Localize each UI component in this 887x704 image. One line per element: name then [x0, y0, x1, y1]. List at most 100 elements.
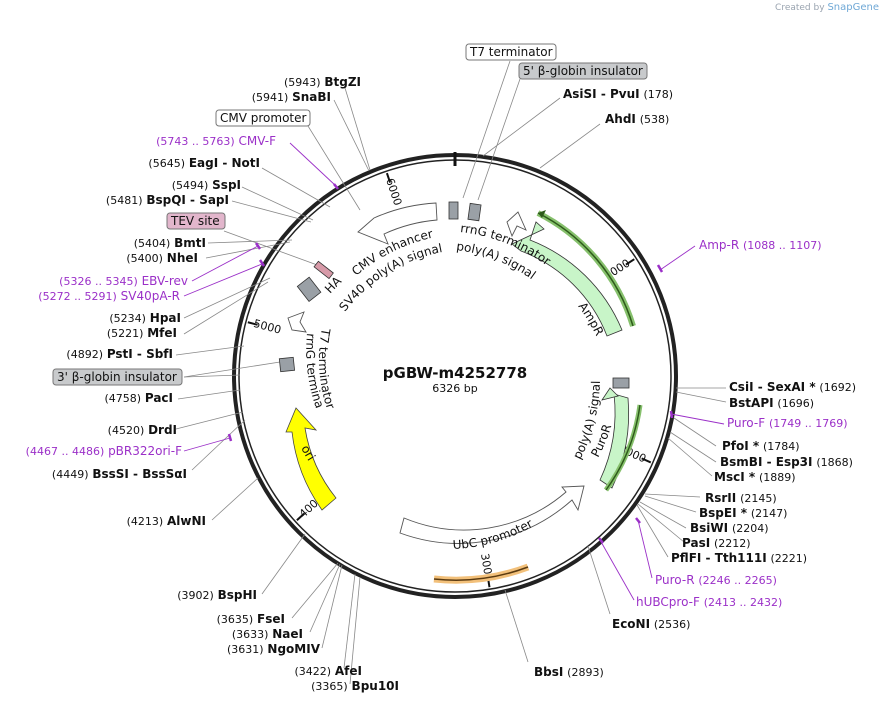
- enzyme-name: PfoI *: [722, 439, 760, 453]
- enzyme-name: AfeI: [335, 664, 362, 678]
- credit-prefix: Created by: [775, 3, 825, 13]
- tick-label: 5000: [252, 317, 282, 337]
- enzyme-name: NheI: [167, 251, 198, 265]
- enzyme-site: AhdI (538): [605, 112, 669, 126]
- enzyme-position: (5941): [252, 91, 289, 104]
- tev-site-label: TEV site: [170, 214, 220, 228]
- enzyme-position: (3633): [232, 628, 269, 641]
- enzyme-position: (2221): [771, 552, 808, 565]
- enzyme-name: CsiI - SexAI *: [729, 380, 816, 394]
- snapgene-brand: SnapGene: [827, 2, 879, 13]
- puror-arrow: [599, 393, 629, 489]
- enzyme-position: (2147): [751, 507, 788, 520]
- enzyme-name: SnaBI: [292, 90, 331, 104]
- tick-mark: [385, 172, 392, 183]
- enzyme-name: BtgZI: [324, 75, 361, 89]
- enzyme-site: (3902) BspHI: [177, 588, 257, 602]
- enzyme-site: AsiSI - PvuI (178): [563, 87, 673, 101]
- enzyme-position: (5221): [107, 327, 144, 340]
- enzyme-site: MscI * (1889): [714, 470, 796, 484]
- enzyme-name: SspI: [212, 178, 241, 192]
- enzyme-position: (4520): [108, 424, 145, 437]
- enzyme-site: (5234) HpaI: [109, 311, 181, 325]
- enzyme-position: (3631): [227, 643, 264, 656]
- primer-name: CMV-F: [239, 134, 277, 148]
- enzyme-position: (5481): [106, 194, 143, 207]
- enzyme-position: (5943): [284, 76, 321, 89]
- enzyme-name: Bpu10I: [352, 679, 399, 693]
- enzyme-name: AlwNI: [167, 514, 206, 528]
- enzyme-site: (4892) PstI - SbfI: [66, 347, 173, 361]
- enzyme-position: (5400): [126, 252, 163, 265]
- enzyme-site: BspEI * (2147): [699, 506, 787, 520]
- puror-polya-box: [612, 377, 630, 389]
- enzyme-position: (5234): [109, 312, 146, 325]
- enzyme-site: PflFI - Tth111I (2221): [671, 551, 807, 565]
- tick-mark: [296, 512, 305, 521]
- enzyme-position: (2536): [654, 618, 691, 631]
- enzyme-name: PstI - SbfI: [107, 347, 173, 361]
- enzyme-leader-lines: [175, 87, 727, 685]
- enzyme-name: BspHI: [218, 588, 257, 602]
- beta-globin-3-label: 3' β-globin insulator: [57, 370, 177, 384]
- enzyme-site: PfoI * (1784): [722, 439, 800, 453]
- primer-label: hUBCpro-F (2413 .. 2432): [636, 595, 782, 609]
- enzyme-position: (4892): [66, 348, 103, 361]
- enzyme-site: (5941) SnaBI: [252, 90, 331, 104]
- enzyme-site: (5645) EagI - NotI: [148, 156, 260, 170]
- primer-label: (5272 .. 5291) SV40pA-R: [38, 289, 180, 303]
- primer-label: Amp-R (1088 .. 1107): [699, 238, 822, 252]
- enzyme-site: (4449) BssSI - BssSαI: [52, 467, 187, 481]
- primer-markers: [227, 183, 674, 544]
- ampr-arrow: [511, 221, 623, 337]
- primer-name: SV40pA-R: [121, 289, 180, 303]
- enzyme-name: RsrII: [705, 491, 736, 505]
- ori-label: ori: [298, 443, 318, 463]
- primer-range: (5272 .. 5291): [38, 290, 117, 303]
- enzyme-name: EagI - NotI: [189, 156, 260, 170]
- feature-leader-lines: [183, 60, 521, 378]
- primer-range: (5326 .. 5345): [59, 275, 138, 288]
- enzyme-site: (5221) MfeI: [107, 326, 177, 340]
- enzyme-site: (5943) BtgZI: [284, 75, 361, 89]
- enzyme-site: (3631) NgoMIV: [227, 642, 321, 656]
- enzyme-site: (3422) AfeI: [294, 664, 362, 678]
- enzyme-position: (5645): [148, 157, 185, 170]
- ubc-promoter-arrow: [399, 485, 585, 544]
- tev-site-box: [313, 260, 334, 280]
- tick-mark: [625, 258, 635, 266]
- enzyme-site: (5404) BmtI: [134, 236, 206, 250]
- terminator-box-2: [467, 202, 482, 222]
- enzyme-position: (2893): [567, 666, 604, 679]
- primer-label: (4467 .. 4486) pBR322ori-F: [26, 444, 182, 458]
- tick-mark: [641, 457, 652, 464]
- t7-terminator-label: T7 terminator: [469, 45, 553, 59]
- enzyme-name: BsiWI: [690, 521, 728, 535]
- enzyme-name: BspEI *: [699, 506, 748, 520]
- primer-name: Puro-R: [655, 573, 695, 587]
- snapgene-credit: Created by SnapGene: [775, 2, 879, 13]
- polya-top-arrow: [506, 211, 527, 238]
- plasmid-size: 6326 bp: [432, 382, 477, 395]
- enzyme-position: (1692): [819, 381, 856, 394]
- enzyme-site: PasI (2212): [682, 536, 751, 550]
- enzyme-name: AhdI: [605, 112, 636, 126]
- primer-range: (1749 .. 1769): [769, 417, 848, 430]
- enzyme-name: BbsI: [534, 665, 563, 679]
- beta-globin-5-label: 5' β-globin insulator: [523, 64, 643, 78]
- enzyme-name: FseI: [257, 612, 285, 626]
- enzyme-name: BstAPI: [729, 396, 774, 410]
- enzyme-site: (4758) PacI: [104, 391, 173, 405]
- enzyme-site: BstAPI (1696): [729, 396, 814, 410]
- tick-label: 6000: [383, 177, 404, 208]
- sv40-box: [296, 276, 322, 302]
- primer-name: pBR322ori-F: [108, 444, 182, 458]
- primer-range: (4467 .. 4486): [26, 445, 105, 458]
- enzyme-name: AsiSI - PvuI: [563, 87, 640, 101]
- primer-name: Puro-F: [727, 416, 765, 430]
- enzyme-position: (5494): [172, 179, 209, 192]
- enzyme-position: (4449): [52, 468, 89, 481]
- enzyme-site: CsiI - SexAI * (1692): [729, 380, 856, 394]
- enzyme-position: (1696): [777, 397, 814, 410]
- enzyme-position: (1889): [759, 471, 796, 484]
